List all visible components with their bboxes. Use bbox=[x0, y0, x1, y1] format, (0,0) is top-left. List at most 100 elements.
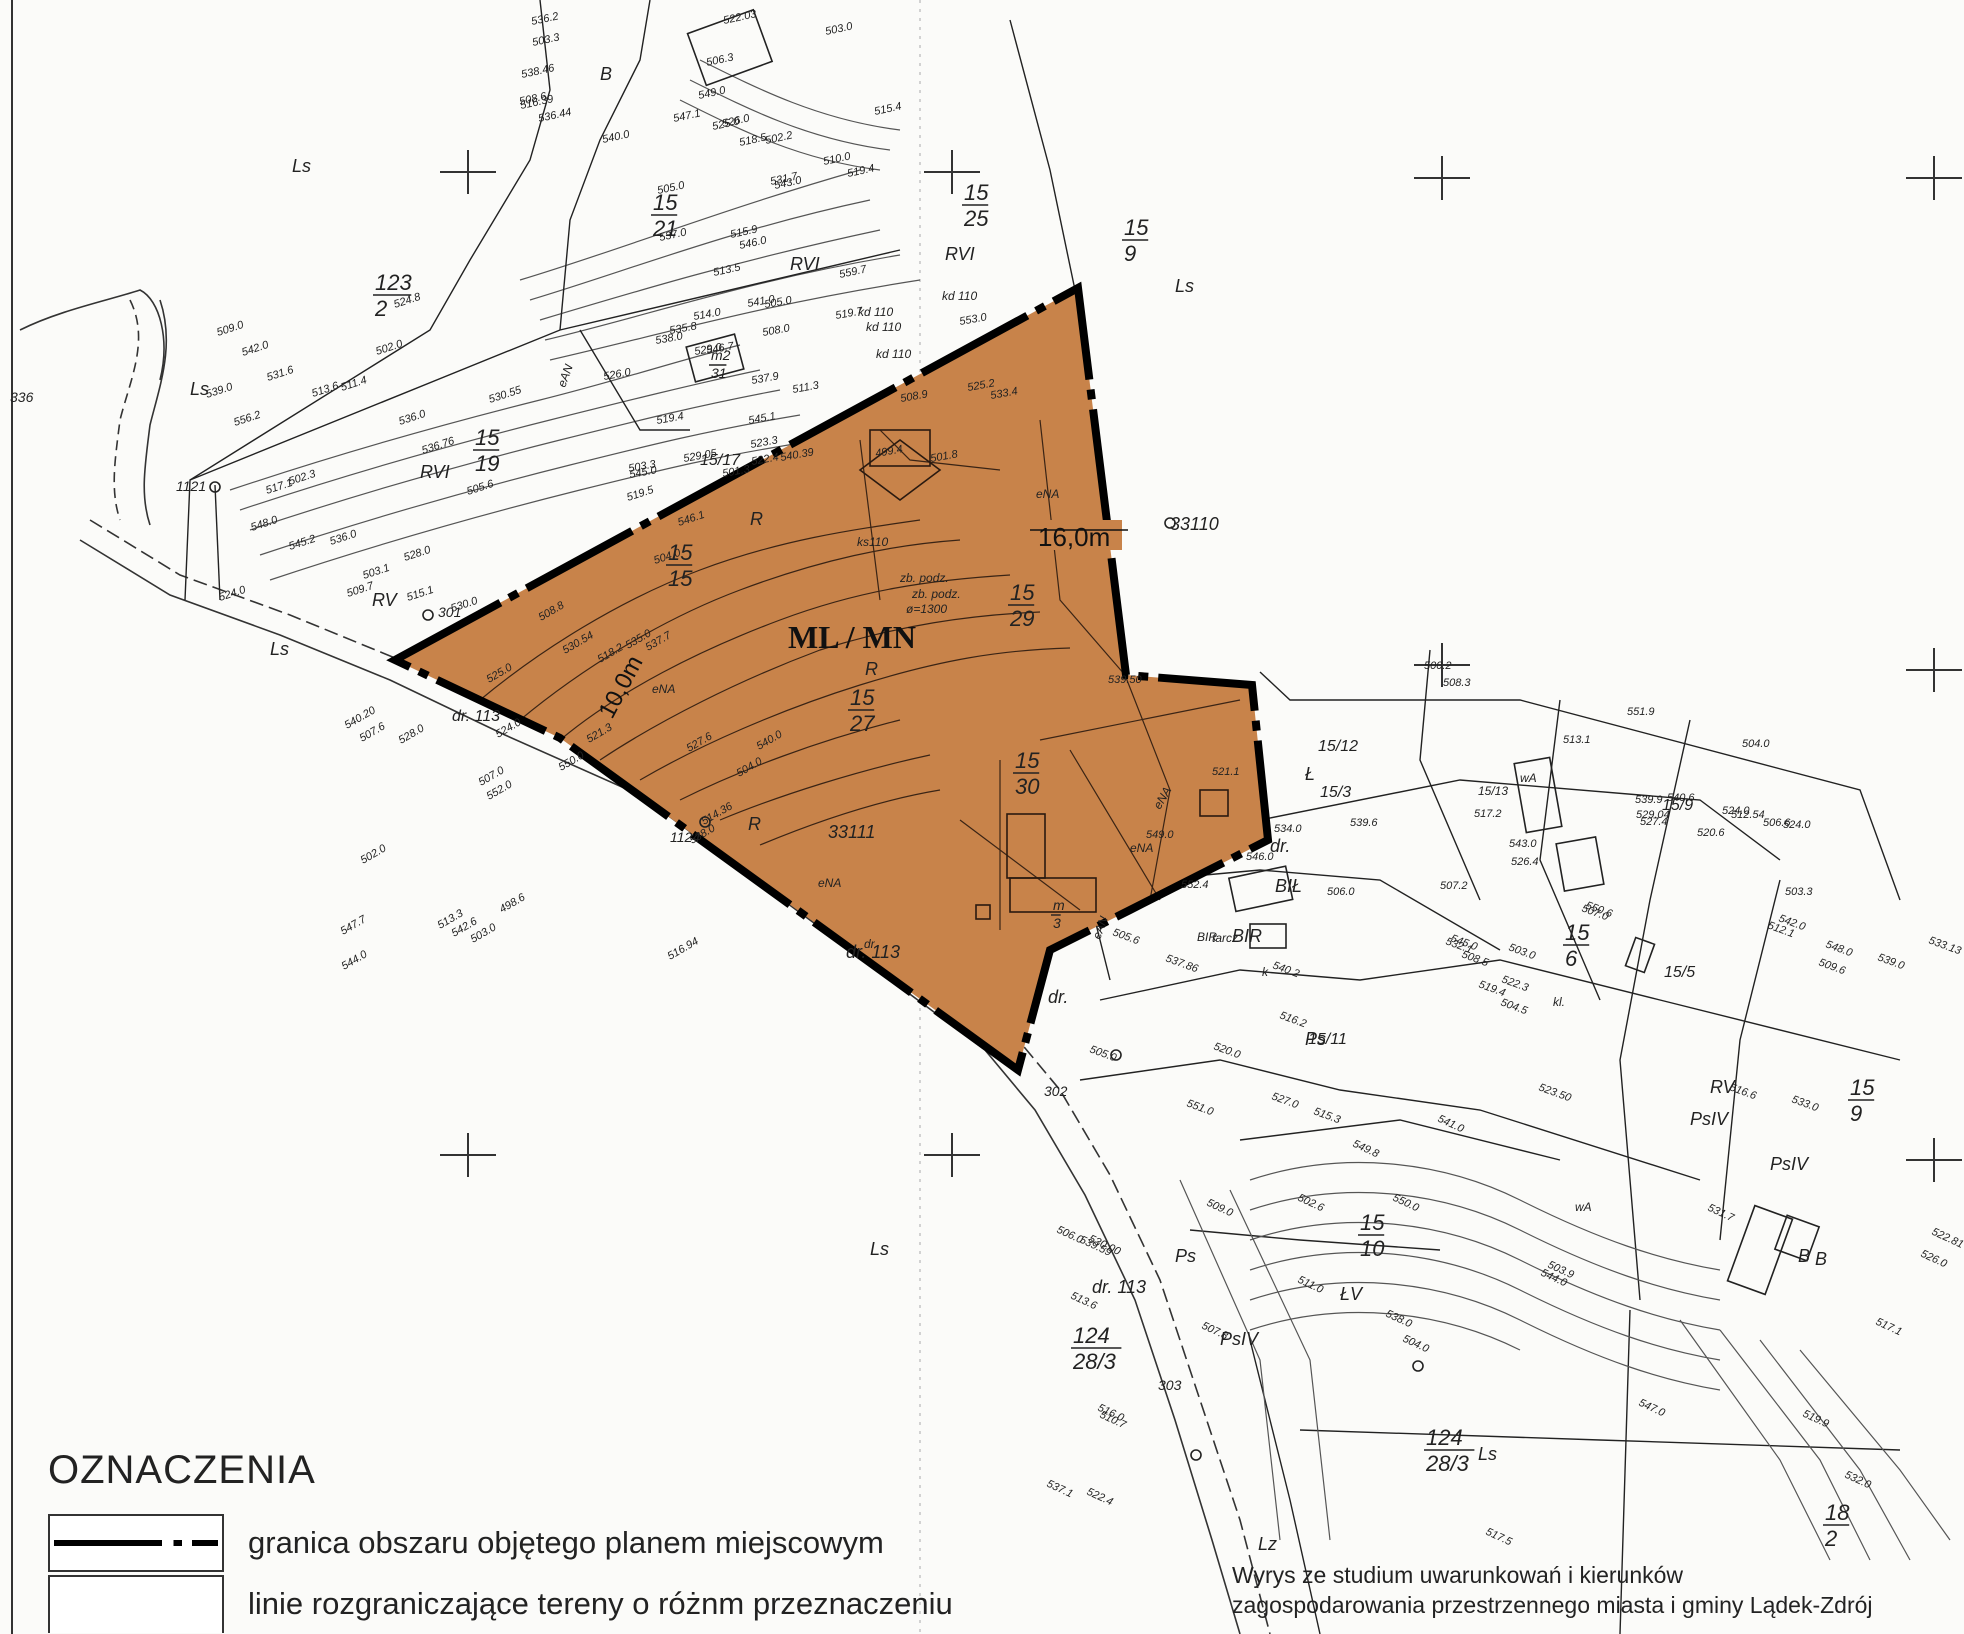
elevation-label: 502.0 bbox=[359, 842, 390, 867]
elevation-label: 547.0 bbox=[1637, 1397, 1668, 1420]
elevation-label: 528.0 bbox=[397, 722, 428, 747]
elevation-label: 501.8 bbox=[929, 448, 959, 465]
elevation-label: 546.0 bbox=[738, 234, 768, 252]
parcel-fraction: 15 bbox=[668, 540, 693, 565]
elevation-label: 559.7 bbox=[838, 263, 868, 281]
elevation-label: 511.3 bbox=[791, 379, 820, 396]
legend-label-boundary: granica obszaru objętego planem miejscow… bbox=[248, 1525, 884, 1560]
elevation-label: 508.0 bbox=[761, 322, 791, 339]
elevation-label: 531.7 bbox=[1706, 1202, 1737, 1225]
map-note: BIR bbox=[1197, 930, 1217, 944]
elevation-label: 530.55 bbox=[487, 384, 524, 406]
elevation-label: 552.4 bbox=[1181, 879, 1209, 891]
elevation-label: 531.7 bbox=[769, 170, 799, 188]
parcel-fraction: 15 bbox=[475, 425, 500, 450]
elevation-label: 533.4 bbox=[989, 385, 1018, 402]
elevation-label: 545.1 bbox=[747, 410, 776, 427]
elevation-label: 539.6 bbox=[1350, 817, 1378, 829]
elevation-label: 524.0 bbox=[1783, 819, 1811, 831]
elevation-label: 508.9 bbox=[899, 388, 928, 405]
elevation-label: 500.2 bbox=[1424, 660, 1452, 672]
elevation-label: 549.0 bbox=[1146, 829, 1174, 841]
elevation-label: 523.3 bbox=[749, 434, 779, 451]
elevation-label: 531.6 bbox=[265, 364, 296, 384]
elevation-label: 520.0 bbox=[1212, 1041, 1243, 1062]
parcel-id: 302 bbox=[1044, 1083, 1068, 1099]
elevation-label: 536.0 bbox=[397, 408, 428, 428]
map-note: wA bbox=[1520, 771, 1537, 785]
elevation-label: 516.94 bbox=[666, 935, 701, 962]
legend-label-dividing: linie rozgraniczające tereny o różnm prz… bbox=[248, 1586, 953, 1621]
map-note: kd 110 bbox=[942, 289, 977, 303]
elevation-label: 506.6 bbox=[1763, 817, 1791, 829]
map-note: dr bbox=[864, 937, 876, 951]
land-use-symbol: Ls bbox=[1175, 276, 1194, 296]
map-note: eNA bbox=[652, 682, 675, 696]
elevation-label: 503.0 bbox=[824, 20, 854, 38]
land-use-symbol: Ls bbox=[270, 639, 289, 659]
elevation-label: 503.0 bbox=[1507, 942, 1538, 963]
legend-item-dividing-lines: linie rozgraniczające tereny o różnm prz… bbox=[48, 1575, 953, 1633]
elevation-label: 553.0 bbox=[958, 311, 988, 328]
parcel-fraction: 27 bbox=[849, 711, 875, 736]
elevation-label: 540.0 bbox=[601, 128, 631, 146]
elevation-label: 506.3 bbox=[705, 51, 735, 69]
parcel-fraction: m bbox=[1053, 897, 1065, 913]
map-note: kl. bbox=[1553, 995, 1565, 1009]
land-use-symbol: R bbox=[748, 814, 761, 834]
parcel-id: 336 bbox=[10, 389, 34, 405]
elevation-label: 551.0 bbox=[1185, 1098, 1216, 1119]
elevation-label: 521.1 bbox=[1212, 766, 1240, 778]
map-note: kd 110 bbox=[876, 347, 911, 361]
map-note: ks110 bbox=[857, 535, 888, 549]
parcel-id: dr. 113 bbox=[452, 708, 500, 725]
elevation-label: 503.3 bbox=[1785, 886, 1813, 898]
elevation-label: 547.7 bbox=[339, 913, 370, 938]
elevation-label: 513.6 bbox=[310, 380, 341, 400]
map-note: eNA bbox=[1036, 487, 1059, 501]
land-use-symbol: B bbox=[600, 64, 612, 84]
parcel-fraction: 15 bbox=[1850, 1075, 1875, 1100]
elevation-label: 545.2 bbox=[287, 533, 317, 553]
land-use-symbol: BIR bbox=[1232, 926, 1262, 946]
map-note: kd 110 bbox=[866, 320, 901, 334]
parcel-id: dr. bbox=[1270, 836, 1290, 856]
legend-item-boundary: granica obszaru objętego planem miejscow… bbox=[48, 1514, 884, 1572]
land-use-symbol: Ls bbox=[870, 1239, 889, 1259]
map-note: k bbox=[1262, 965, 1269, 979]
elevation-label: 517.5 bbox=[1484, 1526, 1515, 1549]
land-use-symbol: RV bbox=[1710, 1077, 1737, 1097]
elevation-label: 543.0 bbox=[773, 174, 803, 192]
caption-line-1: Wyrys ze studium uwarunkowań i kierunków bbox=[1232, 1562, 1684, 1588]
legend-swatch-boundary bbox=[48, 1514, 224, 1572]
parcel-id: 15/3 bbox=[1320, 784, 1351, 801]
land-use-symbol: Ls bbox=[292, 156, 311, 176]
elevation-label: 506.0 bbox=[1327, 886, 1355, 898]
elevation-label: 515.1 bbox=[405, 584, 435, 604]
parcel-id: 33110 bbox=[1170, 514, 1219, 534]
elevation-label: 536.44 bbox=[537, 106, 572, 125]
elevation-label: 545.0 bbox=[628, 464, 658, 481]
elevation-label: 536.76 bbox=[420, 435, 457, 457]
elevation-label: 515.4 bbox=[873, 100, 902, 117]
elevation-label: 533.13 bbox=[1927, 935, 1964, 958]
elevation-label: 511.4 bbox=[339, 374, 368, 394]
buildings-outside bbox=[685, 8, 1821, 1296]
land-use-symbol: BIŁ bbox=[1275, 876, 1302, 896]
elevation-label: 515.3 bbox=[1312, 1106, 1343, 1127]
parcel-fraction: 123 bbox=[375, 270, 412, 295]
parcel-id: 15/17 bbox=[700, 452, 741, 469]
contour-lines-nw bbox=[229, 59, 921, 581]
boundary-line-sample bbox=[54, 1540, 218, 1546]
elevation-label: 548.0 bbox=[1824, 939, 1855, 960]
elevation-label: 526.0 bbox=[1919, 1248, 1950, 1271]
elevation-label: 501.3 bbox=[721, 463, 751, 480]
parcel-id: dr. 113 bbox=[1092, 1277, 1146, 1297]
elevation-label: 537.0 bbox=[658, 226, 688, 244]
elevation-label: 519.4 bbox=[846, 162, 875, 179]
parcel-fraction: 9 bbox=[1124, 241, 1136, 266]
map-note: eAN bbox=[555, 362, 576, 389]
zone-label: ML / MN bbox=[788, 619, 916, 655]
elevation-label: 540.39 bbox=[779, 446, 814, 464]
parcel-fraction: 15 bbox=[1015, 748, 1040, 773]
